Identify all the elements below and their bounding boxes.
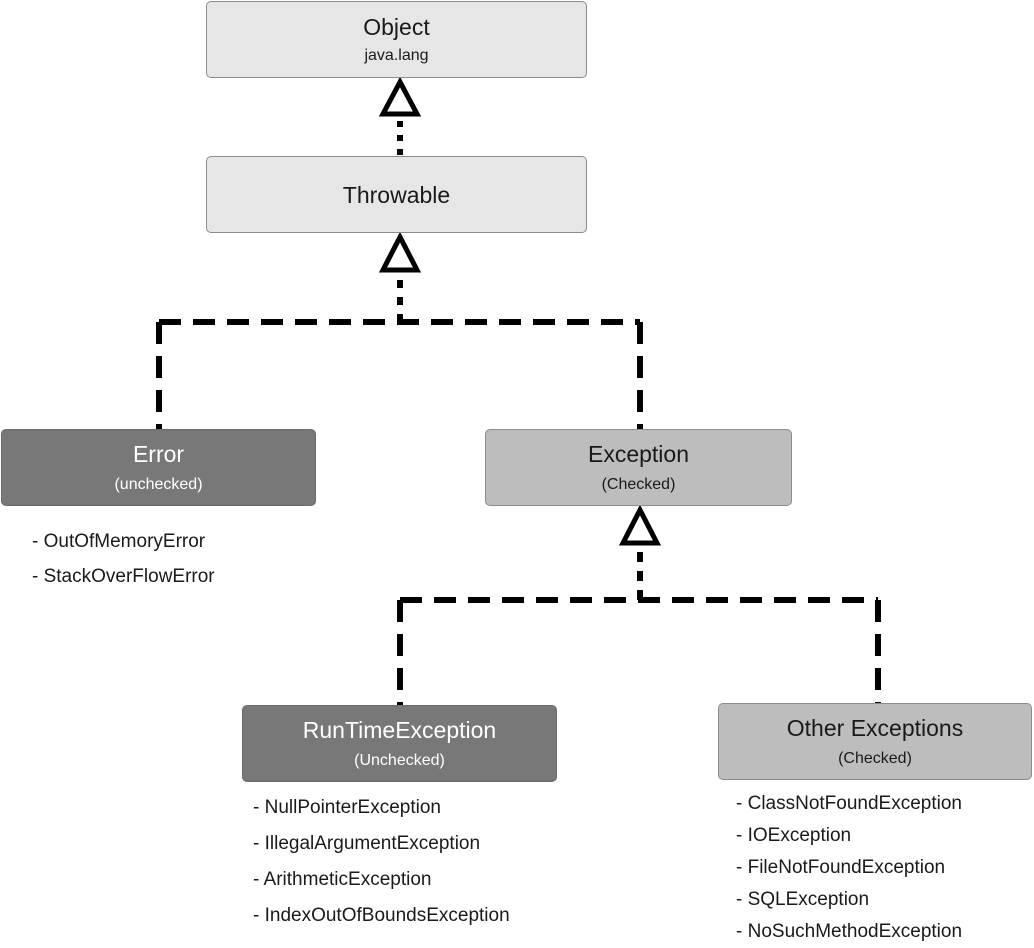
list-item: - OutOfMemoryError	[32, 531, 206, 552]
error-list: - OutOfMemoryError - StackOverFlowError	[32, 524, 215, 594]
node-exception-sub: (Checked)	[601, 475, 676, 493]
list-item: - IllegalArgumentException	[253, 833, 481, 854]
node-exception-title: Exception	[587, 440, 689, 467]
node-error: Error (unchecked)	[1, 429, 316, 506]
node-throwable: Throwable	[206, 156, 587, 233]
node-error-title: Error	[132, 440, 185, 467]
arrowhead-object	[378, 76, 422, 117]
node-runtime-title: RunTimeException	[302, 716, 497, 743]
node-other-sub: (Checked)	[838, 749, 912, 767]
node-object-title: Object	[363, 13, 430, 40]
node-other: Other Exceptions (Checked)	[718, 703, 1032, 780]
list-item: - StackOverFlowError	[32, 566, 215, 587]
arrowhead-throwable	[378, 231, 422, 273]
node-throwable-title: Throwable	[342, 181, 451, 208]
list-item: - FileNotFoundException	[736, 857, 946, 878]
list-item: - ArithmeticException	[253, 869, 432, 890]
node-other-title: Other Exceptions	[786, 714, 964, 741]
list-item: - ClassNotFoundException	[736, 793, 962, 814]
list-item: - SQLException	[736, 889, 870, 910]
list-item: - NoSuchMethodException	[736, 921, 963, 942]
node-runtime: RunTimeException (Unchecked)	[242, 705, 557, 782]
node-object: Object java.lang	[206, 1, 587, 78]
node-runtime-sub: (Unchecked)	[354, 751, 445, 769]
list-item: - IndexOutOfBoundsException	[253, 905, 510, 926]
runtime-list: - NullPointerException - IllegalArgument…	[253, 790, 510, 934]
node-error-sub: (unchecked)	[114, 475, 203, 493]
other-list: - ClassNotFoundException - IOException -…	[736, 788, 962, 948]
arrowhead-exception	[618, 504, 662, 546]
list-item: - NullPointerException	[253, 797, 441, 818]
node-exception: Exception (Checked)	[485, 429, 792, 506]
list-item: - IOException	[736, 825, 852, 846]
node-object-sub: java.lang	[364, 46, 429, 64]
